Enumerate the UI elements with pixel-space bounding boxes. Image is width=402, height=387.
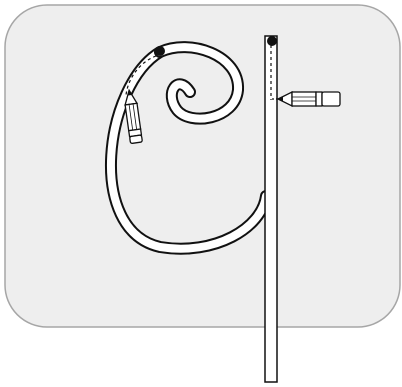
pencil-icon: [278, 92, 340, 106]
stem-start-dot: [267, 36, 277, 46]
letter-stem: [265, 36, 277, 382]
start-dot: [155, 46, 165, 56]
